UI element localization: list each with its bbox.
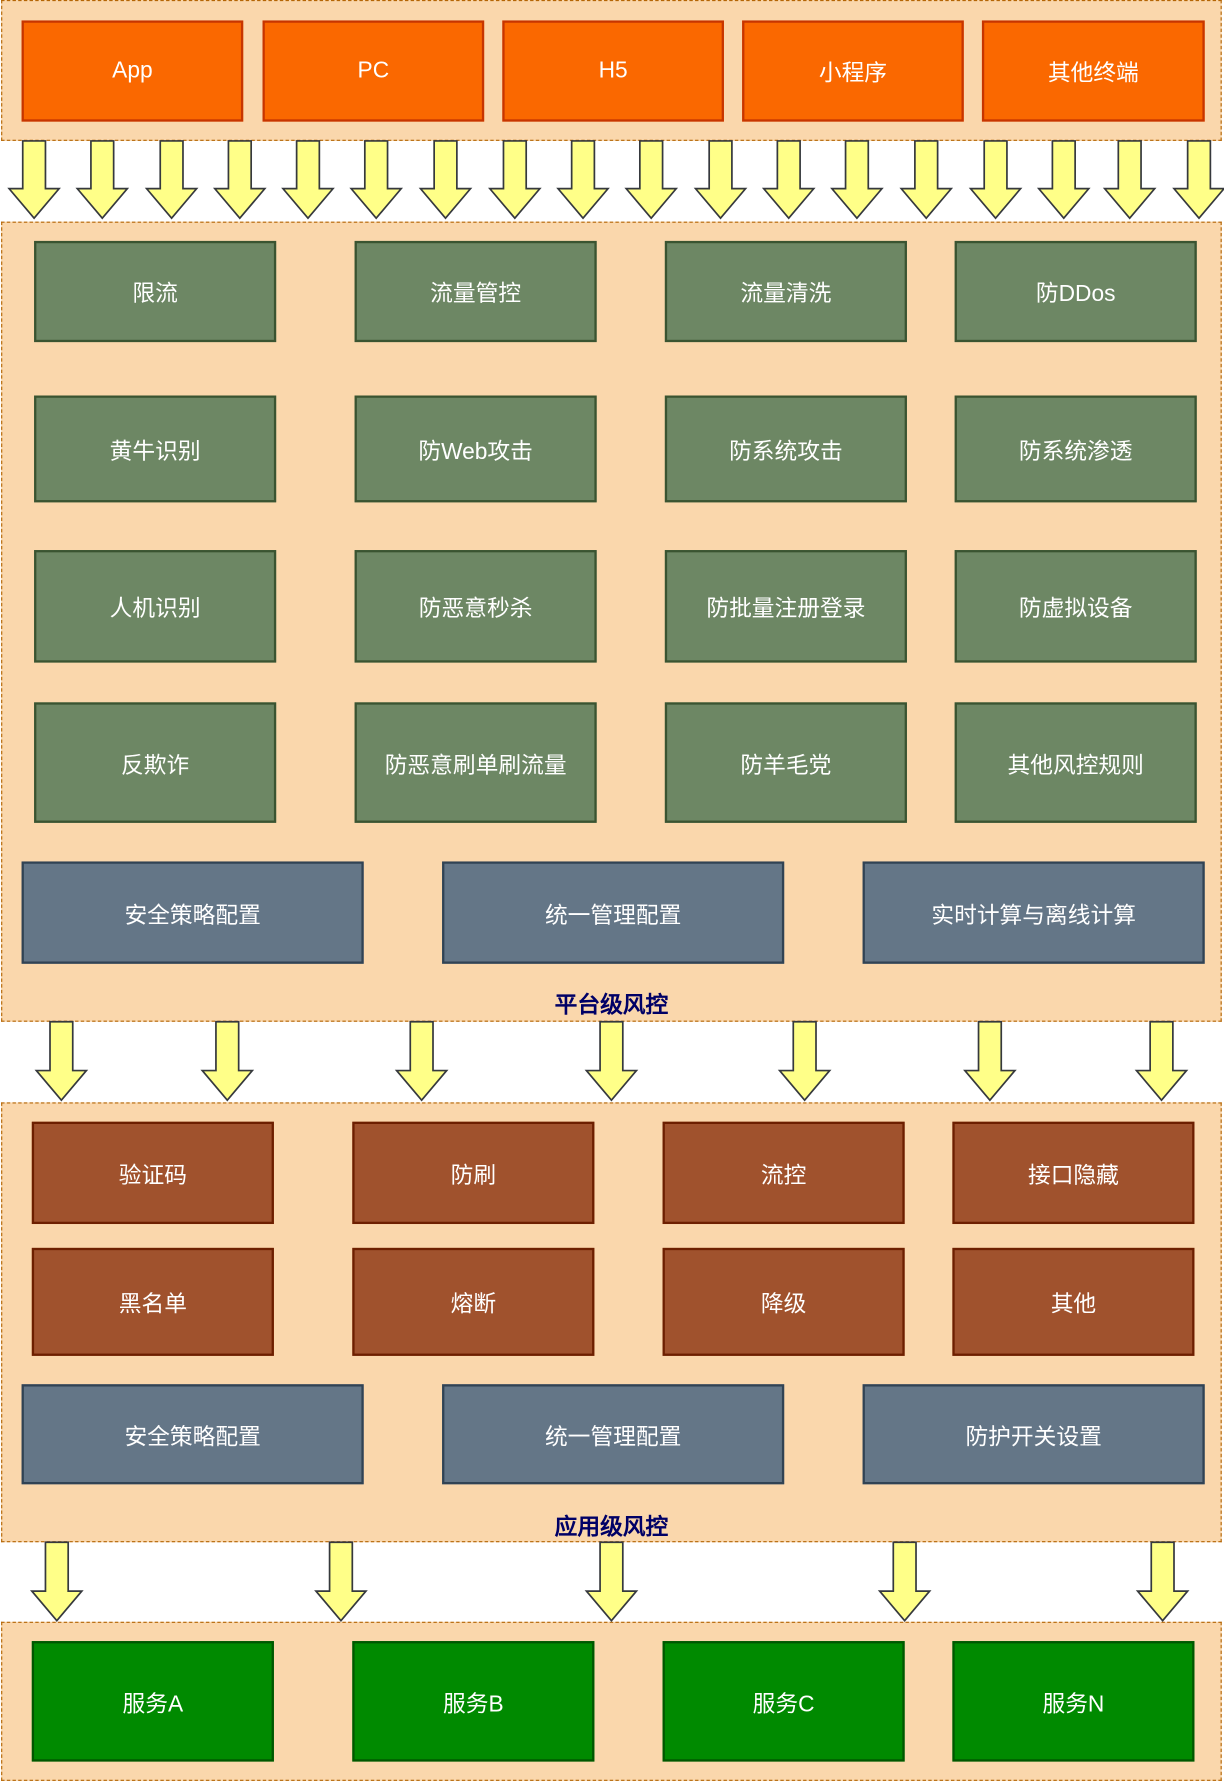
client-h5: H5 [502, 20, 724, 122]
down-arrow-icon [1134, 1020, 1189, 1102]
platform-config: 安全策略配置 [21, 861, 364, 964]
down-arrow-icon [418, 140, 473, 220]
down-arrow-icon [693, 140, 748, 220]
down-arrow-icon [212, 140, 267, 220]
application-rule: 黑名单 [31, 1247, 274, 1356]
client-layer: App PC H5 小程序 其他终端 [1, 0, 1222, 141]
application-rule: 其他 [952, 1247, 1195, 1356]
down-arrow-icon [899, 140, 954, 220]
down-arrow-icon [75, 140, 130, 220]
down-arrow-icon [394, 1020, 449, 1102]
down-arrow-icon [1135, 1541, 1190, 1622]
platform-rule: 黄牛识别 [34, 395, 277, 503]
platform-config: 实时计算与离线计算 [862, 861, 1205, 964]
application-rule: 降级 [662, 1247, 905, 1356]
service-layer: 服务A 服务B 服务C 服务N [1, 1621, 1222, 1781]
application-config: 统一管理配置 [442, 1384, 785, 1485]
platform-rule: 防DDos [954, 240, 1197, 343]
client-app: App [21, 20, 244, 122]
client-mini-program: 小程序 [742, 20, 964, 122]
client-pc: PC [262, 20, 485, 122]
down-arrow-icon [349, 140, 404, 220]
platform-layer: 平台级风控 限流流量管控流量清洗防DDos 黄牛识别防Web攻击防系统攻击防系统渗… [1, 221, 1222, 1022]
down-arrow-icon [281, 140, 335, 220]
down-arrow-icon [968, 140, 1023, 220]
down-arrow-icon [1102, 140, 1157, 220]
down-arrow-icon [584, 1020, 639, 1102]
platform-rule: 防Web攻击 [354, 395, 597, 503]
down-arrow-icon [1036, 140, 1091, 220]
down-arrow-icon [584, 1541, 639, 1622]
application-config: 安全策略配置 [21, 1384, 364, 1485]
platform-rule: 防羊毛党 [664, 702, 907, 823]
platform-rule: 反欺诈 [34, 702, 277, 823]
down-arrow-icon [34, 1020, 89, 1102]
down-arrow-icon [487, 140, 542, 220]
application-rule: 接口隐藏 [952, 1121, 1195, 1225]
down-arrow-icon [761, 140, 816, 220]
application-rule: 验证码 [31, 1121, 274, 1225]
down-arrow-icon [963, 1020, 1017, 1102]
application-rule: 防刷 [352, 1121, 595, 1225]
platform-rule: 流量清洗 [664, 240, 907, 343]
platform-rule: 其他风控规则 [954, 702, 1197, 823]
platform-rule: 防系统攻击 [664, 395, 907, 503]
platform-rule: 防虚拟设备 [954, 550, 1197, 663]
down-arrow-icon [1172, 140, 1224, 220]
down-arrow-icon [830, 140, 884, 220]
service-box: 服务N [952, 1641, 1195, 1762]
platform-layer-title: 平台级风控 [554, 993, 669, 1019]
platform-rule: 人机识别 [34, 550, 277, 663]
application-rule: 流控 [662, 1121, 905, 1225]
application-rule: 熔断 [352, 1247, 595, 1356]
down-arrow-icon [877, 1541, 932, 1622]
down-arrow-icon [556, 140, 610, 220]
down-arrow-icon [624, 140, 679, 220]
platform-rule: 限流 [34, 240, 277, 343]
down-arrow-icon [29, 1541, 84, 1622]
down-arrow-icon [200, 1020, 255, 1102]
service-box: 服务B [352, 1641, 595, 1762]
down-arrow-icon [7, 140, 61, 220]
platform-rule: 流量管控 [354, 240, 597, 343]
client-other: 其他终端 [981, 20, 1205, 122]
platform-rule: 防恶意刷单刷流量 [354, 702, 597, 823]
application-config: 防护开关设置 [862, 1384, 1205, 1485]
platform-rule: 防恶意秒杀 [354, 550, 597, 663]
application-layer: 应用级风控 验证码防刷流控接口隐藏黑名单熔断降级其他安全策略配置统一管理配置防护… [1, 1102, 1222, 1543]
down-arrow-icon [144, 140, 199, 220]
platform-rule: 防系统渗透 [954, 395, 1197, 503]
down-arrow-icon [777, 1020, 832, 1102]
platform-config: 统一管理配置 [442, 861, 785, 964]
down-arrow-icon [314, 1541, 368, 1622]
service-box: 服务C [662, 1641, 905, 1762]
service-box: 服务A [31, 1641, 274, 1762]
application-layer-title: 应用级风控 [554, 1514, 669, 1540]
platform-rule: 防批量注册登录 [664, 550, 907, 663]
